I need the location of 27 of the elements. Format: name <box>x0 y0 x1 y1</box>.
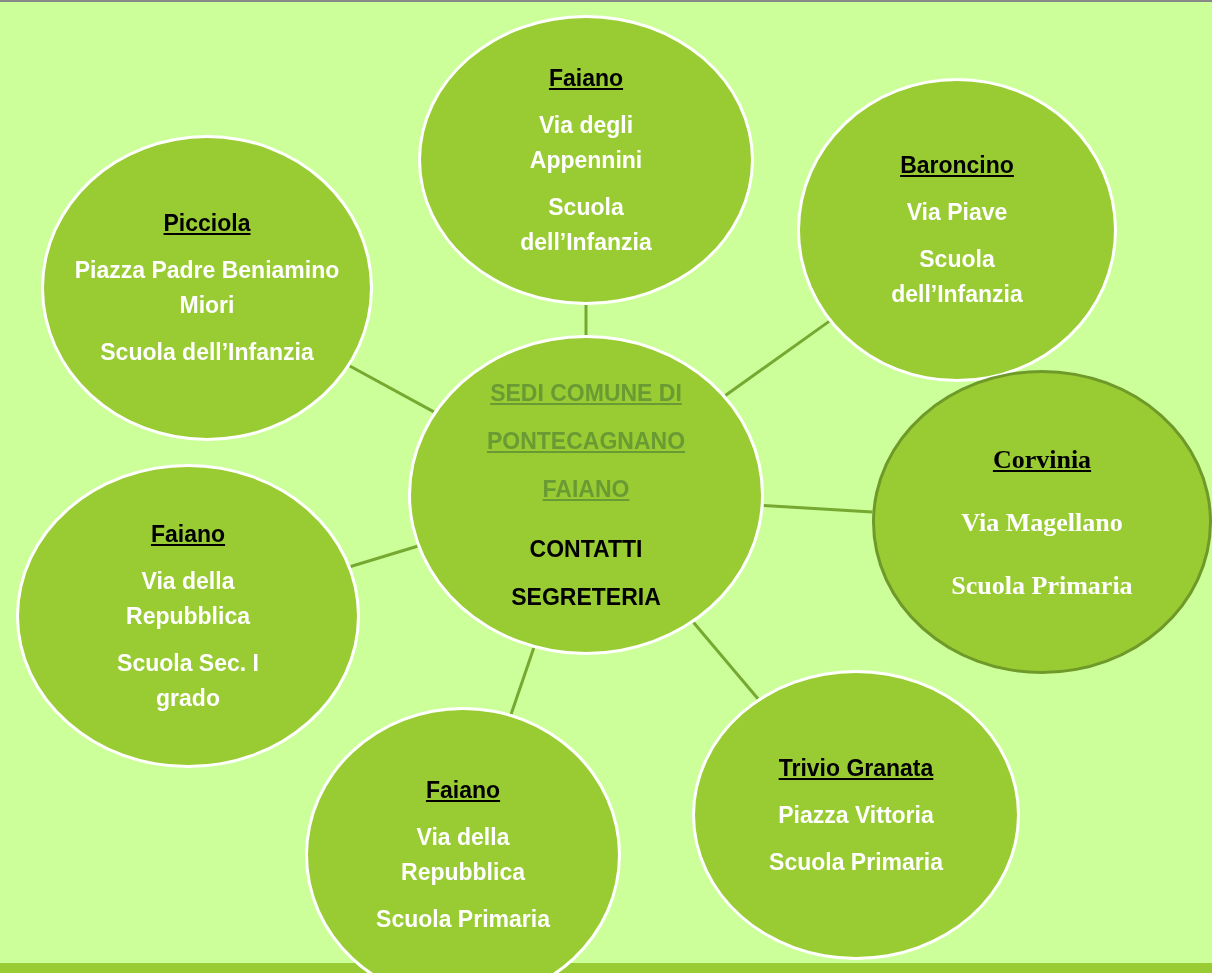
place-heading: Faiano <box>425 776 501 805</box>
address-text: Via della Repubblica <box>400 823 527 887</box>
place-heading: Baroncino <box>900 151 1014 180</box>
school-type-text: Scuola Primaria <box>769 847 943 877</box>
place-heading: Corvinia <box>992 443 1092 476</box>
school-type-text: Scuola Primaria <box>951 569 1133 602</box>
connector-line <box>763 504 873 514</box>
address-text: Piazza Vittoria <box>778 800 934 830</box>
school-type-text: Scuola dell’Infanzia <box>100 338 314 367</box>
place-heading: Faiano <box>548 63 624 93</box>
address-text: Via degli Appennini <box>528 110 644 175</box>
contact-text: CONTATTI SEGRETERIA <box>510 535 662 612</box>
school-type-text: Scuola dell’Infanzia <box>890 245 1024 309</box>
connector-line <box>584 305 588 335</box>
connector-line <box>349 364 435 414</box>
connector-line <box>724 320 830 397</box>
school-type-text: Scuola dell’Infanzia <box>519 192 653 257</box>
address-text: Via della Repubblica <box>125 566 252 631</box>
address-text: Piazza Padre Beniamino Miori <box>73 256 341 320</box>
connector-line <box>350 544 418 568</box>
school-type-text: Scuola Primaria <box>376 905 550 934</box>
place-heading: Trivio Granata <box>778 753 934 783</box>
school-type-text: Scuola Sec. I grado <box>116 648 260 713</box>
address-text: Via Magellano <box>961 506 1123 539</box>
place-heading: Picciola <box>163 209 251 238</box>
place-heading: Faiano <box>150 519 226 549</box>
address-text: Via Piave <box>906 198 1008 227</box>
